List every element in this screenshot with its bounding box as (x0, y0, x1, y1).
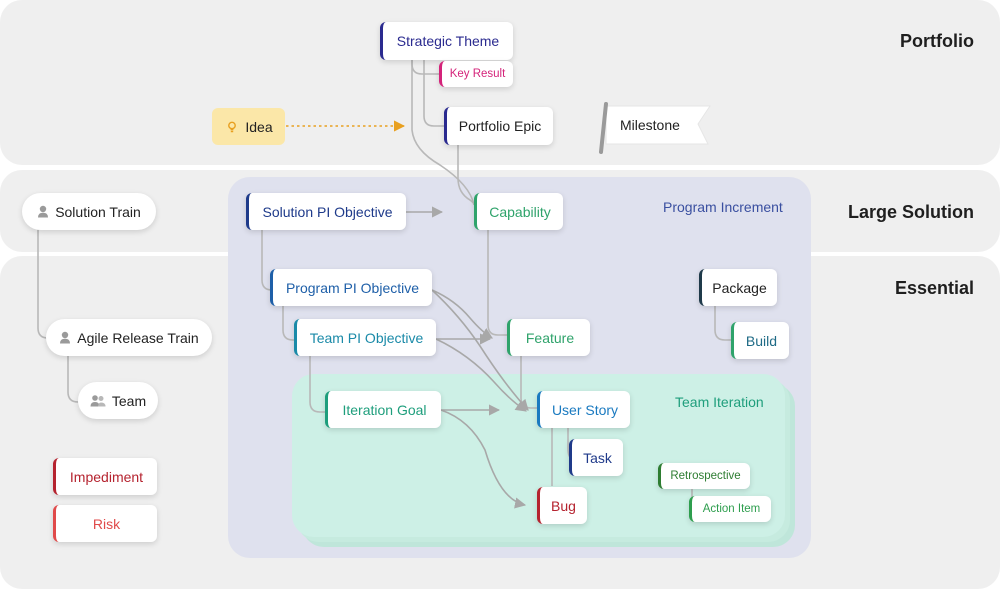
layer-title-portfolio: Portfolio (900, 31, 974, 51)
iteration-goal-card[interactable]: Iteration Goal (325, 391, 441, 428)
feature-label: Feature (525, 329, 575, 346)
team-iteration-label: Team Iteration (675, 394, 764, 410)
team-pi-objective-label: Team PI Objective (309, 329, 424, 346)
package-label: Package (712, 279, 767, 296)
user-story-card[interactable]: User Story (537, 391, 630, 428)
risk-card[interactable]: Risk (53, 505, 157, 542)
package-card[interactable]: Package (699, 269, 777, 306)
agile-release-train-label: Agile Release Train (77, 329, 199, 346)
solution-pi-objective-card[interactable]: Solution PI Objective (246, 193, 406, 230)
solution-pi-objective-label: Solution PI Objective (262, 203, 393, 220)
iteration-goal-label: Iteration Goal (342, 401, 427, 418)
bug-card[interactable]: Bug (537, 487, 587, 524)
people-icon (90, 394, 106, 407)
lightbulb-icon (227, 121, 237, 133)
retrospective-label: Retrospective (670, 470, 741, 482)
milestone-label: Milestone (620, 117, 680, 133)
portfolio-epic-label: Portfolio Epic (458, 118, 542, 134)
team-pi-objective-card[interactable]: Team PI Objective (294, 319, 436, 356)
build-label: Build (745, 332, 778, 349)
build-card[interactable]: Build (731, 322, 789, 359)
person-icon (59, 331, 71, 344)
program-pi-objective-label: Program PI Objective (285, 279, 420, 296)
action-item-label: Action Item (702, 503, 761, 515)
milestone-flag-icon (599, 102, 711, 154)
milestone-marker[interactable]: Milestone (598, 102, 713, 154)
feature-card[interactable]: Feature (507, 319, 590, 356)
task-card[interactable]: Task (569, 439, 623, 476)
action-item-card[interactable]: Action Item (689, 496, 771, 522)
layer-title-essential: Essential (894, 278, 974, 298)
agile-release-train-pill[interactable]: Agile Release Train (46, 319, 212, 356)
user-story-label: User Story (551, 401, 619, 418)
team-label: Team (111, 392, 147, 409)
solution-train-pill[interactable]: Solution Train (22, 193, 156, 230)
bug-label: Bug (551, 497, 576, 514)
capability-label: Capability (489, 203, 551, 220)
risk-label: Risk (92, 515, 121, 532)
impediment-label: Impediment (69, 468, 144, 485)
strategic-theme-label: Strategic Theme (396, 33, 500, 49)
key-result-card[interactable]: Key Result (439, 61, 513, 87)
strategic-theme-card[interactable]: Strategic Theme (380, 22, 513, 60)
layer-title-large-solution: Large Solution (848, 202, 974, 222)
capability-card[interactable]: Capability (474, 193, 563, 230)
program-pi-objective-card[interactable]: Program PI Objective (270, 269, 432, 306)
portfolio-epic-card[interactable]: Portfolio Epic (444, 107, 553, 145)
idea-card[interactable]: Idea (212, 108, 285, 145)
impediment-card[interactable]: Impediment (53, 458, 157, 495)
key-result-label: Key Result (449, 68, 506, 80)
retrospective-card[interactable]: Retrospective (658, 463, 750, 489)
team-pill[interactable]: Team (78, 382, 158, 419)
task-label: Task (583, 449, 612, 466)
program-increment-label: Program Increment (663, 199, 783, 215)
idea-label: Idea (245, 118, 273, 135)
person-icon (37, 205, 49, 218)
solution-train-label: Solution Train (55, 203, 141, 220)
